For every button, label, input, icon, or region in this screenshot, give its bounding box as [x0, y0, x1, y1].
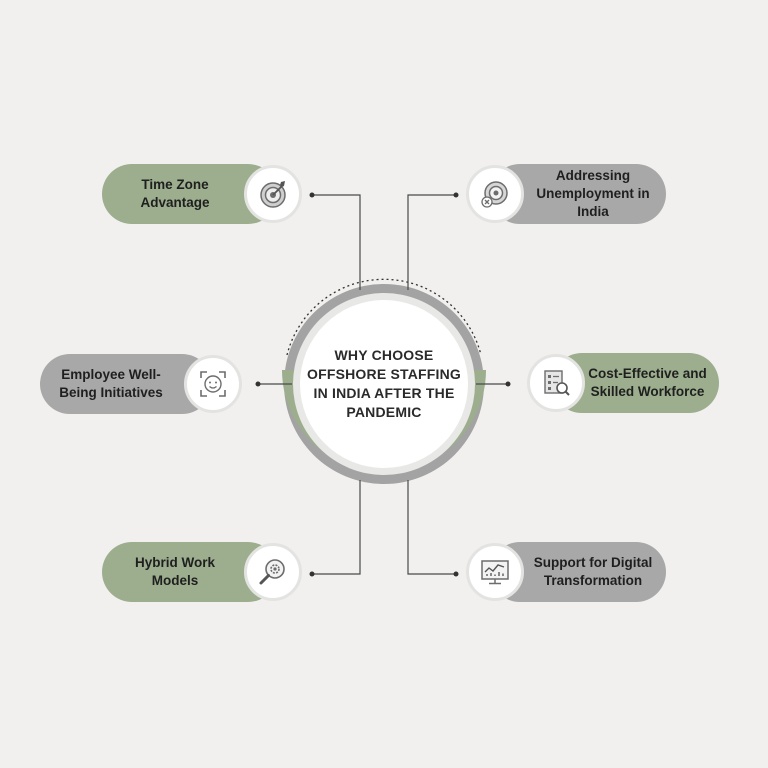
line-unemployment: [407, 194, 456, 290]
monitor-chart-icon: [481, 560, 509, 585]
dotted-arc: [286, 278, 482, 356]
node-hybrid-icon-circle: [244, 543, 302, 601]
node-hybrid-label: Hybrid Work Models: [134, 555, 215, 588]
face-scan-icon: [200, 371, 226, 397]
node-time-zone-icon-circle: [244, 165, 302, 223]
node-wellbeing-label: Employee Well- Being Initiatives: [59, 367, 163, 400]
checklist-search-icon: [544, 370, 570, 396]
target-badge-icon: [481, 181, 508, 208]
node-wellbeing-icon-circle: [184, 355, 242, 413]
center-circle: [300, 300, 468, 468]
line-hybrid: [312, 480, 361, 575]
center-title: WHY CHOOSE OFFSHORE STAFFING IN INDIA AF…: [306, 347, 462, 420]
node-wellbeing: Employee Well- Being Initiatives: [40, 354, 212, 414]
node-unemployment-icon-circle: [466, 165, 524, 223]
node-unemployment-label: Addressing Unemployment in India: [536, 168, 650, 219]
node-cost-effective-label: Cost-Effective and Skilled Workforce: [588, 366, 707, 399]
node-time-zone: Time Zone Advantage: [102, 164, 278, 224]
target-icon: [260, 181, 286, 208]
node-unemployment: Addressing Unemployment in India: [490, 164, 666, 224]
line-digital: [407, 480, 456, 575]
node-digital-label: Support for Digital Transformation: [533, 555, 653, 588]
node-cost-effective-icon-circle: [527, 354, 585, 412]
node-digital-icon-circle: [466, 543, 524, 601]
line-time-zone: [312, 194, 361, 290]
node-time-zone-label: Time Zone Advantage: [140, 177, 210, 210]
magnifier-gear-icon: [259, 559, 285, 585]
